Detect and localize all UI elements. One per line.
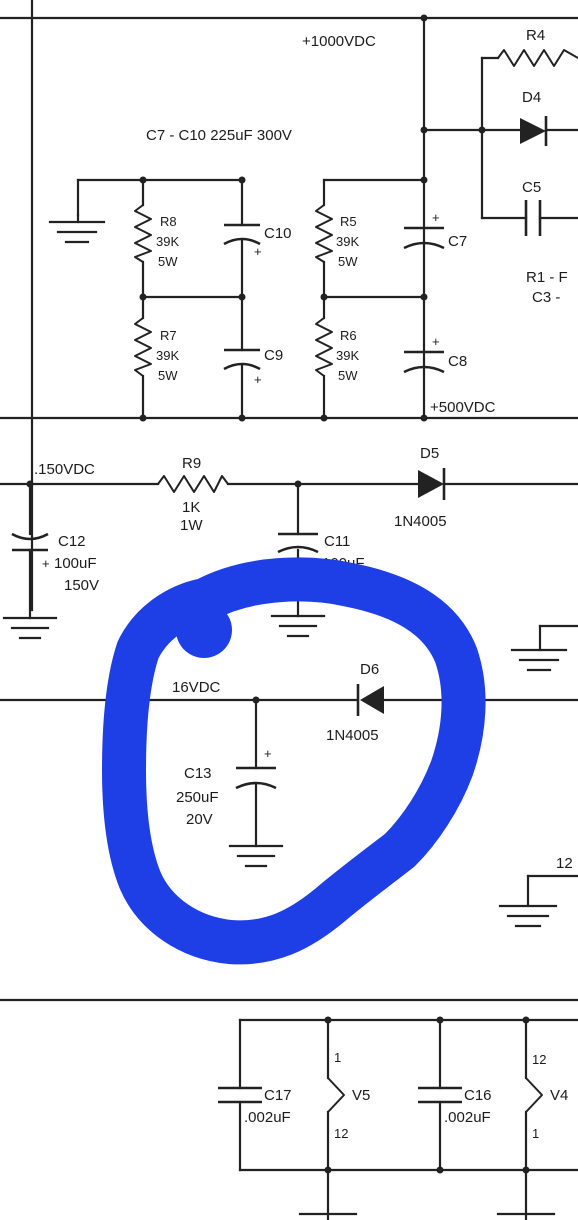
d6-diode [356, 684, 384, 716]
c16-value: .002uF [444, 1109, 491, 1126]
c12-value: 100uF [54, 555, 97, 572]
c13-value: 250uF [176, 789, 219, 806]
v4-element [525, 1077, 543, 1113]
c12-ref: C12 [58, 533, 86, 550]
c5-ref: C5 [522, 179, 541, 196]
ground-icon [228, 844, 284, 868]
c12-capacitor [11, 532, 49, 552]
c16-ref: C16 [464, 1087, 492, 1104]
r9-ref: R9 [182, 455, 201, 472]
r6-power: 5W [338, 368, 358, 383]
ground-icon [510, 648, 568, 672]
r8-ref: R8 [160, 214, 177, 229]
r5-ref: R5 [340, 214, 357, 229]
c12-polarity: + [42, 556, 50, 571]
r7-value: 39K [156, 348, 179, 363]
partial-note-r1: R1 - F [526, 269, 568, 286]
r4-ref: R4 [526, 27, 545, 44]
v4-pin-top: 12 [532, 1052, 546, 1067]
rail-label-16v: 16VDC [172, 679, 221, 696]
c17-capacitor [218, 1086, 262, 1104]
d6-part: 1N4005 [326, 727, 379, 744]
d4-diode [520, 116, 548, 146]
c5-capacitor [524, 200, 542, 236]
c17-ref: C17 [264, 1087, 292, 1104]
r7-power: 5W [158, 368, 178, 383]
c8-capacitor [403, 350, 445, 374]
ground-icon [2, 616, 58, 640]
v4-ref: V4 [550, 1087, 568, 1104]
c9-capacitor [223, 348, 261, 371]
r9-power: 1W [180, 517, 203, 534]
r5-value: 39K [336, 234, 359, 249]
r8-resistor [134, 204, 152, 263]
c11-ref: C11 [324, 533, 350, 550]
d5-part: 1N4005 [394, 513, 447, 530]
c7-ref: C7 [448, 233, 467, 250]
v5-ref: V5 [352, 1087, 370, 1104]
c13-voltage: 20V [186, 811, 213, 828]
c8-polarity: + [432, 334, 440, 349]
c10-polarity: + [254, 244, 262, 259]
r6-resistor [315, 317, 333, 377]
ground-icon [270, 614, 326, 638]
v5-element [327, 1077, 345, 1113]
d5-diode [418, 468, 446, 500]
junction-dots [26, 14, 530, 1174]
ground-icon [498, 904, 558, 928]
r8-power: 5W [158, 254, 178, 269]
c12-voltage: 150V [64, 577, 99, 594]
c11-capacitor [277, 532, 319, 554]
v4-pin-bottom: 1 [532, 1126, 539, 1141]
r8-value: 39K [156, 234, 179, 249]
c17-value: .002uF [244, 1109, 291, 1126]
blue-circle-annotation [102, 557, 486, 965]
cap-group-note: C7 - C10 225uF 300V [146, 127, 292, 144]
d6-ref: D6 [360, 661, 379, 678]
c10-ref: C10 [264, 225, 292, 242]
v5-pin-top: 1 [334, 1050, 341, 1065]
r5-power: 5W [338, 254, 358, 269]
r5-resistor [315, 204, 333, 263]
v5-pin-bottom: 12 [334, 1126, 348, 1141]
partial-note-c3: C3 - [532, 289, 560, 306]
d4-ref: D4 [522, 89, 541, 106]
c16-capacitor [418, 1086, 462, 1104]
c10-capacitor [223, 223, 261, 246]
c7-capacitor [403, 226, 445, 250]
c9-ref: C9 [264, 347, 283, 364]
c7-polarity: + [432, 210, 440, 225]
c13-polarity: + [264, 746, 272, 761]
rail-label-150v: .150VDC [34, 461, 95, 478]
r4-resistor [497, 49, 578, 67]
r6-ref: R6 [340, 328, 357, 343]
r6-value: 39K [336, 348, 359, 363]
r7-ref: R7 [160, 328, 177, 343]
c8-ref: C8 [448, 353, 467, 370]
ground-icon [48, 213, 106, 244]
c9-polarity: + [254, 372, 262, 387]
c13-capacitor [235, 766, 277, 790]
r9-resistor [157, 475, 229, 493]
rail-label-500v: +500VDC [430, 399, 496, 416]
r9-value: 1K [182, 499, 200, 516]
rail-label-1000v: +1000VDC [302, 33, 376, 50]
r7-resistor [134, 317, 152, 377]
partial-note-12: 12 [556, 855, 573, 872]
d5-ref: D5 [420, 445, 439, 462]
c13-ref: C13 [184, 765, 212, 782]
